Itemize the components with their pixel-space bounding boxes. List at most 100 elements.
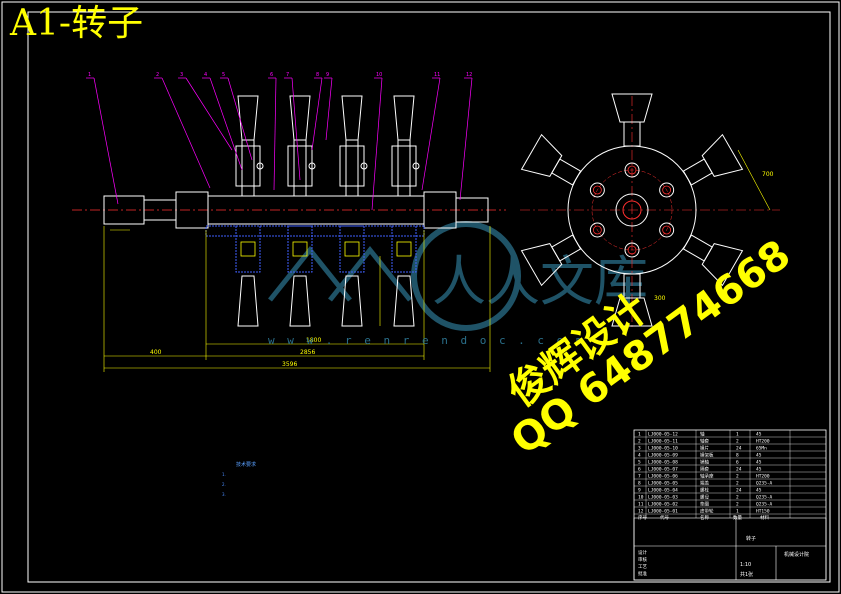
bottom-blade: [341, 275, 363, 327]
radial-blade: [520, 133, 582, 186]
blade-arm: [241, 139, 255, 197]
bottom-blade: [393, 275, 415, 327]
parts-header: 序号: [638, 514, 647, 521]
parts-cell: 2: [736, 502, 739, 508]
leader-line: [185, 77, 233, 151]
title-block-frame: [633, 517, 827, 581]
technical-notes: 技术要求 1. 2. 3.: [222, 460, 256, 500]
parts-cell: 45: [756, 432, 762, 438]
parts-cell: 轴套: [700, 438, 709, 445]
bolt-circle: [591, 169, 673, 251]
bolt-hole: [659, 182, 675, 198]
parts-cell: 皮带轮: [700, 508, 714, 515]
bottom-blade: [289, 275, 311, 327]
tech-note-3: 3.: [222, 492, 226, 497]
title-sheet: 共1张: [740, 571, 753, 578]
title-block-text: 转子 机械设计院 1:10 共1张: [740, 535, 809, 578]
parts-cell: LJ000-05-03: [648, 495, 678, 501]
parts-cell: 2: [736, 495, 739, 501]
parts-cell: 12: [638, 509, 644, 515]
title-block-label: 设计: [638, 549, 647, 556]
radial-blade: [682, 234, 744, 287]
parts-cell: HT200: [756, 474, 770, 480]
top-blade: [393, 95, 415, 141]
hammer-frame: [391, 145, 417, 187]
balloon-number: 5: [222, 72, 225, 78]
parts-cell: 轴: [700, 431, 705, 438]
bolt-hole-inner: [662, 185, 672, 195]
bolt-hole: [589, 182, 605, 198]
top-blade: [289, 95, 311, 141]
front-dim-labels: 3596 400 2856 1800: [150, 337, 321, 368]
parts-cell: 24: [736, 488, 742, 494]
parts-cell: 11: [638, 502, 644, 508]
drawing-title: A1-转子: [10, 3, 144, 44]
dim-span-label: 2856: [300, 349, 315, 356]
tech-notes-title: 技术要求: [236, 462, 257, 468]
watermark-logo: 人人文库: [268, 221, 648, 331]
parts-cell: 7: [638, 474, 641, 480]
leader-line: [421, 77, 441, 191]
parts-cell: 螺母: [700, 494, 709, 501]
parts-cell: 3: [638, 446, 641, 452]
pin: [360, 162, 368, 170]
top-blade: [237, 95, 259, 141]
bolt-hole: [589, 222, 605, 238]
parts-cell: 销轴: [700, 459, 709, 466]
hub-pin-section: [240, 241, 256, 257]
bolt-hole-inner: [662, 225, 672, 235]
shaft-right-end: [455, 197, 489, 223]
parts-cell: LJ000-05-01: [648, 509, 678, 515]
parts-cell: 螺栓: [700, 487, 709, 494]
end-radius-label: 700: [762, 171, 774, 178]
parts-cell: LJ000-05-07: [648, 467, 678, 473]
leader-line: [161, 77, 211, 189]
parts-cell: LJ000-05-09: [648, 453, 678, 459]
parts-cell: Q235-A: [756, 502, 773, 508]
parts-cell: 10: [638, 495, 644, 501]
hammer-frame: [235, 145, 261, 187]
shaft-section: [622, 200, 642, 220]
parts-cell: 隔套: [700, 466, 709, 473]
blade-arm: [293, 139, 307, 197]
bolt-holes: [589, 162, 675, 258]
pin: [308, 162, 316, 170]
watermark-site-url: w w w . r e n r e n d o c . c o m: [268, 334, 586, 347]
parts-cell: 8: [736, 453, 739, 459]
title-block-label: 审核: [638, 556, 647, 563]
parts-cell: Q235-A: [756, 481, 773, 487]
hub-hidden-section: [205, 225, 425, 237]
blade-tip: [611, 93, 653, 123]
front-dimensions: [103, 226, 491, 372]
watermark-cn-text: 人人文库: [432, 250, 648, 313]
parts-header: 名称: [700, 514, 709, 521]
bolt-hole-inner: [627, 165, 637, 175]
blade-tip: [701, 243, 744, 287]
parts-cell: LJ000-05-12: [648, 432, 678, 438]
balloon-number: 4: [204, 72, 207, 78]
parts-cell: 2: [736, 474, 739, 480]
leader-line: [325, 77, 333, 141]
radial-blade: [682, 133, 744, 186]
parts-cell: 端盖: [700, 480, 709, 487]
blade-arm: [345, 139, 359, 197]
radial-blade: [611, 93, 653, 147]
title-drawing-name: 转子: [746, 535, 756, 542]
hidden-hub: [235, 225, 261, 273]
parts-cell: 45: [756, 460, 762, 466]
parts-cell: 2: [638, 439, 641, 445]
parts-cell: LJ000-05-06: [648, 474, 678, 480]
rotor-front-view: [72, 95, 506, 327]
top-hammer-blades: [235, 95, 420, 197]
parts-cell: 轴承座: [700, 473, 714, 480]
balloon-number: 9: [326, 72, 329, 78]
parts-cell: LJ000-05-11: [648, 439, 678, 445]
dim-rotor-label: 1800: [306, 337, 321, 344]
parts-cell: 4: [638, 453, 641, 459]
pin: [412, 162, 420, 170]
parts-cell: 6: [638, 467, 641, 473]
parts-header: 材料: [760, 514, 769, 521]
parts-header: 代号: [660, 514, 669, 521]
